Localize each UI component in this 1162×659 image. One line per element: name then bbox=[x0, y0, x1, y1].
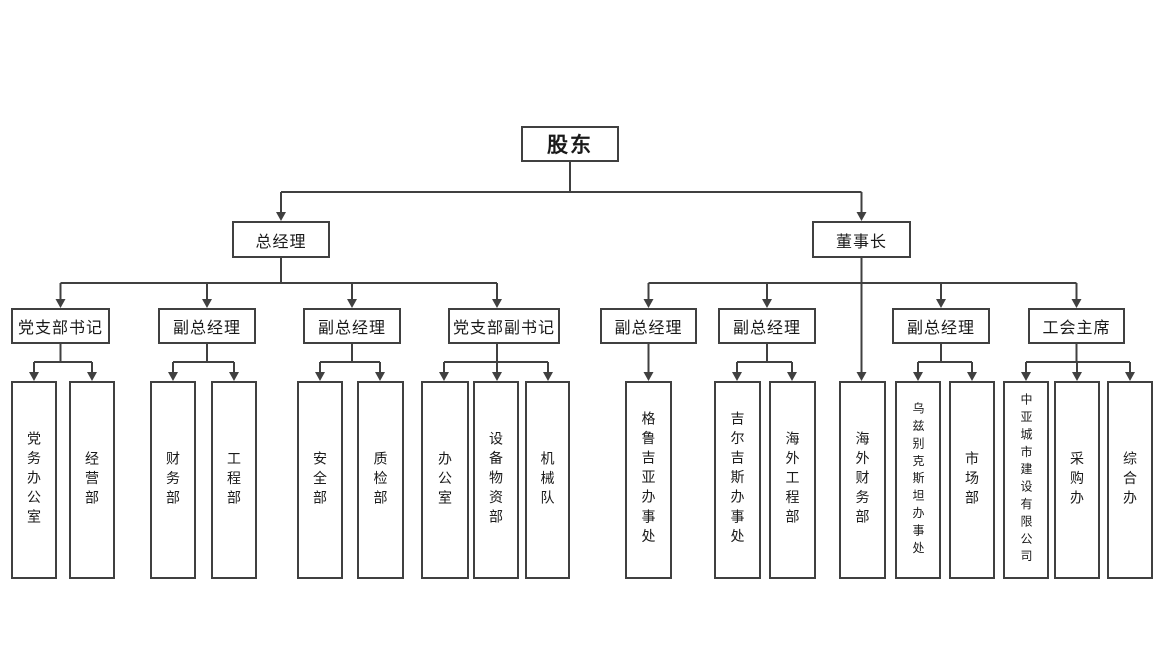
node-label: 综合办 bbox=[1122, 450, 1138, 510]
node-georgia-office: 格鲁吉亚办事处 bbox=[625, 381, 672, 579]
node-label: 党务办公室 bbox=[26, 431, 42, 529]
node-business-dept: 经营部 bbox=[69, 381, 115, 579]
node-label: 财务部 bbox=[165, 450, 181, 510]
node-shareholders: 股东 bbox=[521, 126, 619, 162]
node-deputy-gm-5: 副总经理 bbox=[892, 308, 990, 344]
node-general-affairs-office: 综合办 bbox=[1107, 381, 1153, 579]
node-label: 海外财务部 bbox=[854, 431, 871, 529]
node-label: 市场部 bbox=[964, 450, 980, 510]
node-label: 吉尔吉斯办事处 bbox=[729, 411, 746, 549]
node-party-affairs-office: 党务办公室 bbox=[11, 381, 57, 579]
node-deputy-gm-3: 副总经理 bbox=[600, 308, 697, 344]
node-label: 质检部 bbox=[372, 450, 389, 510]
node-central-asia-city-construction-co: 中亚城市建设有限公司 bbox=[1003, 381, 1049, 579]
node-office: 办公室 bbox=[421, 381, 469, 579]
node-label: 格鲁吉亚办事处 bbox=[640, 411, 657, 549]
node-label: 设备物资部 bbox=[488, 431, 504, 529]
node-general-manager: 总经理 bbox=[232, 221, 330, 258]
node-label: 乌兹别克斯坦办事处 bbox=[911, 401, 925, 559]
node-party-branch-deputy-secretary: 党支部副书记 bbox=[448, 308, 560, 344]
node-overseas-engineering-dept: 海外工程部 bbox=[769, 381, 816, 579]
node-overseas-finance-dept: 海外财务部 bbox=[839, 381, 886, 579]
node-label: 海外工程部 bbox=[784, 431, 801, 529]
node-engineering-dept: 工程部 bbox=[211, 381, 257, 579]
node-deputy-gm-4: 副总经理 bbox=[718, 308, 816, 344]
node-label: 工程部 bbox=[226, 450, 242, 510]
node-label: 中亚城市建设有限公司 bbox=[1019, 393, 1033, 567]
node-finance-dept: 财务部 bbox=[150, 381, 196, 579]
node-label: 采购办 bbox=[1069, 450, 1085, 510]
node-equipment-materials-dept: 设备物资部 bbox=[473, 381, 519, 579]
node-uzbekistan-office: 乌兹别克斯坦办事处 bbox=[895, 381, 941, 579]
node-party-branch-secretary: 党支部书记 bbox=[11, 308, 110, 344]
node-label: 机械队 bbox=[539, 450, 556, 510]
node-deputy-gm-1: 副总经理 bbox=[158, 308, 256, 344]
node-market-dept: 市场部 bbox=[949, 381, 995, 579]
node-label: 经营部 bbox=[84, 450, 100, 510]
node-machinery-team: 机械队 bbox=[525, 381, 570, 579]
node-deputy-gm-2: 副总经理 bbox=[303, 308, 401, 344]
node-label: 办公室 bbox=[437, 450, 453, 510]
node-chairman: 董事长 bbox=[812, 221, 911, 258]
node-union-chairman: 工会主席 bbox=[1028, 308, 1125, 344]
node-quality-inspection-dept: 质检部 bbox=[357, 381, 404, 579]
node-safety-dept: 安全部 bbox=[297, 381, 343, 579]
node-procurement-office: 采购办 bbox=[1054, 381, 1100, 579]
node-label: 安全部 bbox=[312, 450, 328, 510]
node-kyrgyzstan-office: 吉尔吉斯办事处 bbox=[714, 381, 761, 579]
